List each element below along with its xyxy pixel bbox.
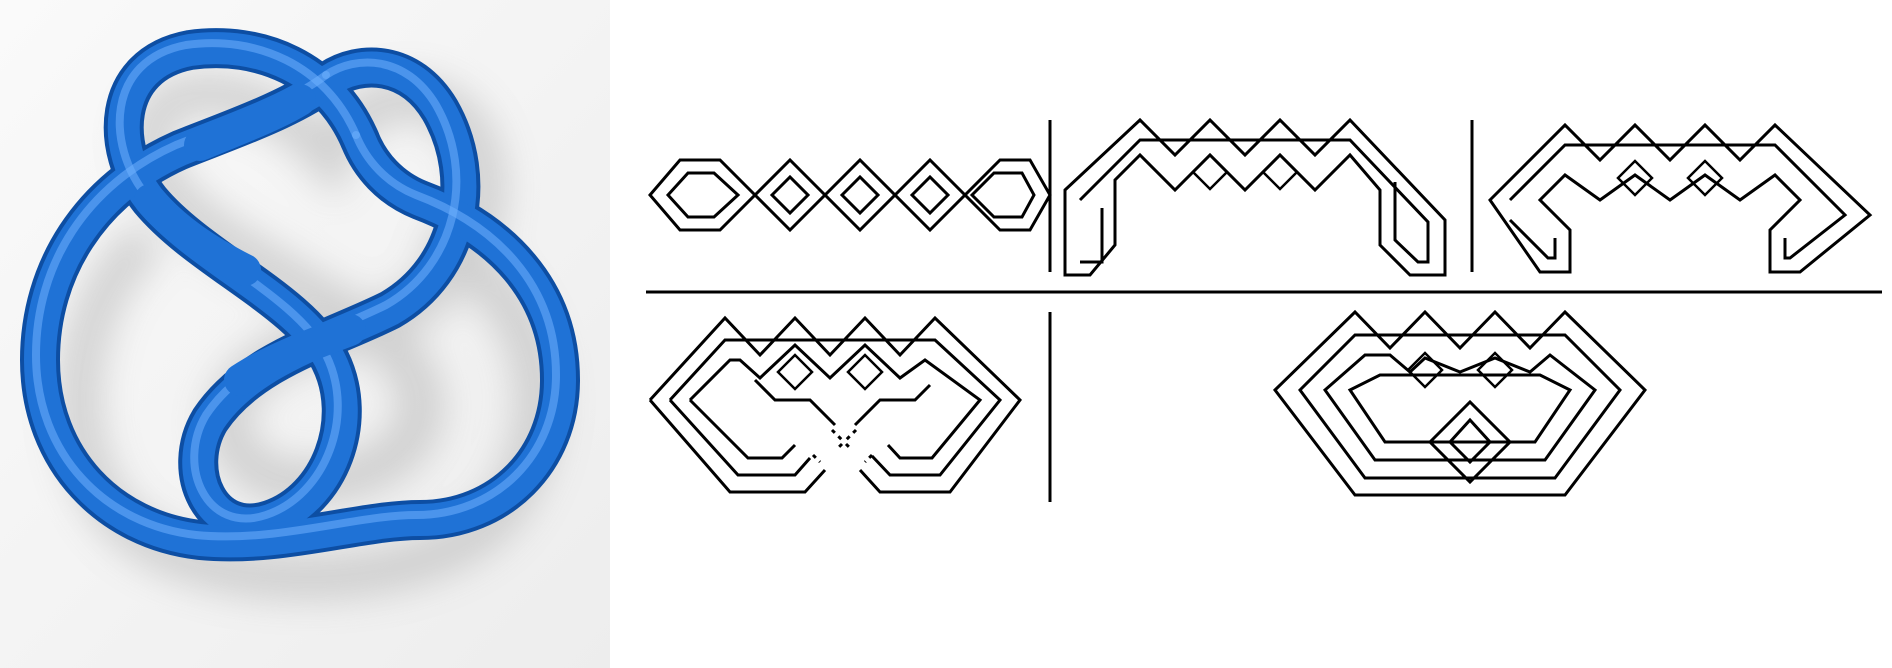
braid-panel-3 (1488, 122, 1873, 274)
braid-diagram-panel (610, 0, 1892, 668)
tube-knot-icon (0, 0, 610, 668)
knot-render-panel (0, 0, 610, 668)
braid-panel-5 (1273, 309, 1647, 497)
braid-panel-1 (648, 157, 1052, 233)
braid-panel-4 (648, 315, 1023, 494)
braid-panel-2 (1063, 117, 1447, 277)
braid-knot-diagram-icon (646, 117, 1882, 502)
knot-tube (19, 28, 581, 562)
